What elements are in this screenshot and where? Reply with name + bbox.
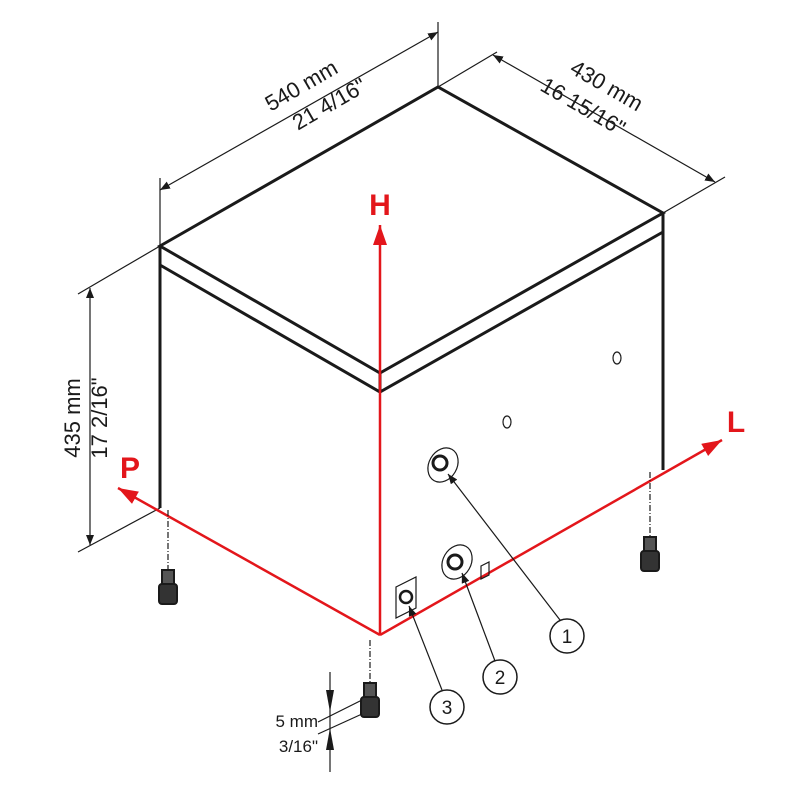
l-axis-label: L <box>727 406 745 439</box>
feet <box>158 472 660 718</box>
callout-1: 1 <box>549 618 585 654</box>
hole-icon <box>612 351 622 365</box>
l-axis <box>379 438 723 637</box>
hole-icon <box>502 415 512 429</box>
foot-dimension: 5 mm 3/16" <box>276 672 363 772</box>
width-dimension: 540 mm 21 4/16" <box>159 22 439 246</box>
foot-icon <box>640 472 660 572</box>
foot-icon <box>158 510 178 605</box>
h-axis-label: H <box>369 189 391 222</box>
svg-text:1: 1 <box>562 627 573 648</box>
p-axis-label: P <box>120 452 140 485</box>
connection-1-icon <box>427 447 459 483</box>
connection-2-icon <box>441 544 473 580</box>
height-inch-label: 17 2/16" <box>87 377 112 458</box>
callout-3: 3 <box>429 689 465 725</box>
p-axis <box>117 486 381 637</box>
svg-text:2: 2 <box>495 668 506 689</box>
callout-2: 2 <box>482 659 518 695</box>
foot-mm-label: 5 mm <box>276 712 319 731</box>
foot-inch-label: 3/16" <box>279 737 318 756</box>
axes: H L P <box>117 189 745 637</box>
svg-text:3: 3 <box>442 698 453 719</box>
depth-dimension: 430 mm 16 15/16" <box>437 51 726 214</box>
height-dimension: 435 mm 17 2/16" <box>60 245 161 553</box>
connections: 1 2 3 <box>395 351 622 725</box>
height-mm-label: 435 mm <box>60 378 85 457</box>
box-outline <box>156 85 667 508</box>
foot-icon <box>360 640 380 718</box>
